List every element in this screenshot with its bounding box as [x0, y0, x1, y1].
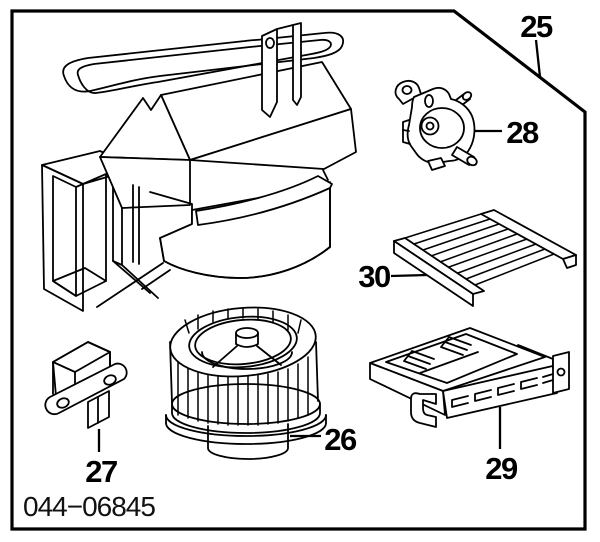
callout-30: 30: [358, 259, 390, 294]
blower-housing-art: [41, 22, 357, 312]
blower-fan-art: [165, 306, 327, 460]
filter-case-art: [369, 327, 570, 428]
callout-26: 26: [324, 422, 357, 457]
air-filter-art: [393, 209, 577, 307]
resistor-art: [44, 341, 128, 429]
leader-lines: [97, 39, 542, 452]
callout-28: 28: [506, 115, 539, 150]
mount-bracket-art: [261, 22, 302, 118]
filter-pleats: [404, 213, 555, 286]
fan-fins-back: [184, 307, 302, 334]
servo-actuator-art: [394, 79, 478, 171]
border-frame: [10, 9, 587, 531]
callout-29: 29: [485, 451, 518, 486]
drawing-code: 044−06845: [23, 491, 155, 522]
leader-line-25: [534, 39, 542, 78]
case-top-tabs: [403, 336, 479, 374]
callout-25: 25: [520, 9, 553, 44]
leader-line-30: [390, 273, 428, 278]
callout-27: 27: [85, 454, 117, 489]
case-front-slots: [451, 373, 554, 408]
housing-body-art: [96, 61, 357, 308]
fan-fins-front: [177, 356, 309, 426]
